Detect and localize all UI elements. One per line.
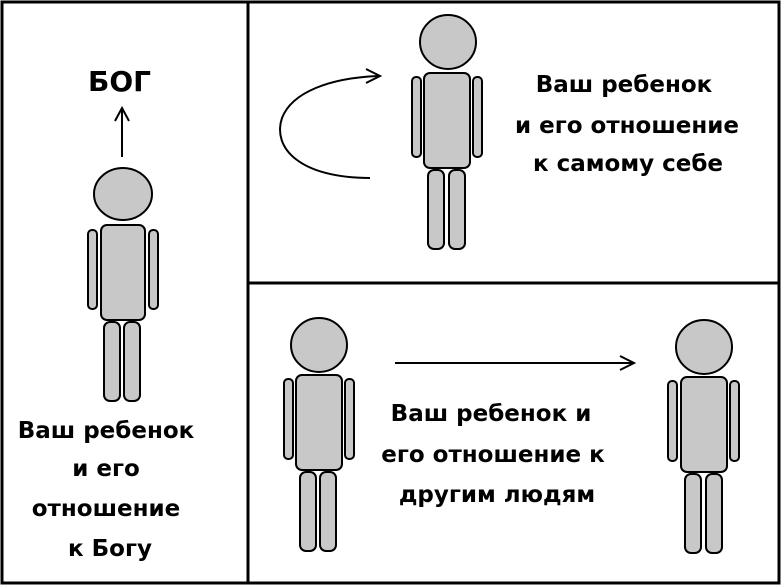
figure-torso xyxy=(100,224,146,321)
figure-head xyxy=(419,14,477,70)
figure-torso xyxy=(295,374,343,471)
figure-child-self xyxy=(411,14,483,250)
caption-others: Ваш ребенок и его отношение к другим люд… xyxy=(381,401,613,508)
figure-torso xyxy=(423,72,471,169)
figure-left-arm xyxy=(283,378,294,460)
figure-head xyxy=(93,167,153,221)
panel-self: Ваш ребенок и его отношение к самому себ… xyxy=(279,14,747,250)
figure-right-leg xyxy=(705,473,723,554)
arrow-curved-self xyxy=(279,68,383,179)
figure-left-leg xyxy=(684,473,702,554)
figure-right-arm xyxy=(472,76,483,158)
figure-head xyxy=(290,317,348,373)
figure-torso xyxy=(680,376,728,473)
panel-others: Ваш ребенок и его отношение к другим люд… xyxy=(283,317,740,554)
figure-child-others xyxy=(283,317,355,552)
caption-god: Ваш ребенок и его отношение к Богу xyxy=(18,418,203,562)
figure-right-arm xyxy=(729,380,740,462)
figure-child-god xyxy=(87,167,159,402)
arrow-up-to-god xyxy=(114,105,130,157)
figure-left-leg xyxy=(103,321,121,402)
figure-left-arm xyxy=(667,380,678,462)
figure-other-person xyxy=(667,319,740,554)
figure-left-leg xyxy=(299,471,317,552)
figure-right-leg xyxy=(319,471,337,552)
arrow-right-to-others xyxy=(395,355,637,371)
panel-god: БОГ Ваш ребенок и его отношение к Богу xyxy=(18,65,203,562)
figure-right-leg xyxy=(448,169,466,250)
figure-right-arm xyxy=(148,229,159,310)
god-label: БОГ xyxy=(88,65,151,98)
figure-right-arm xyxy=(344,378,355,460)
figure-left-arm xyxy=(411,76,422,158)
figure-right-leg xyxy=(123,321,141,402)
caption-self: Ваш ребенок и его отношение к самому себ… xyxy=(515,72,747,177)
figure-left-arm xyxy=(87,229,98,310)
figure-head xyxy=(675,319,733,375)
figure-left-leg xyxy=(427,169,445,250)
